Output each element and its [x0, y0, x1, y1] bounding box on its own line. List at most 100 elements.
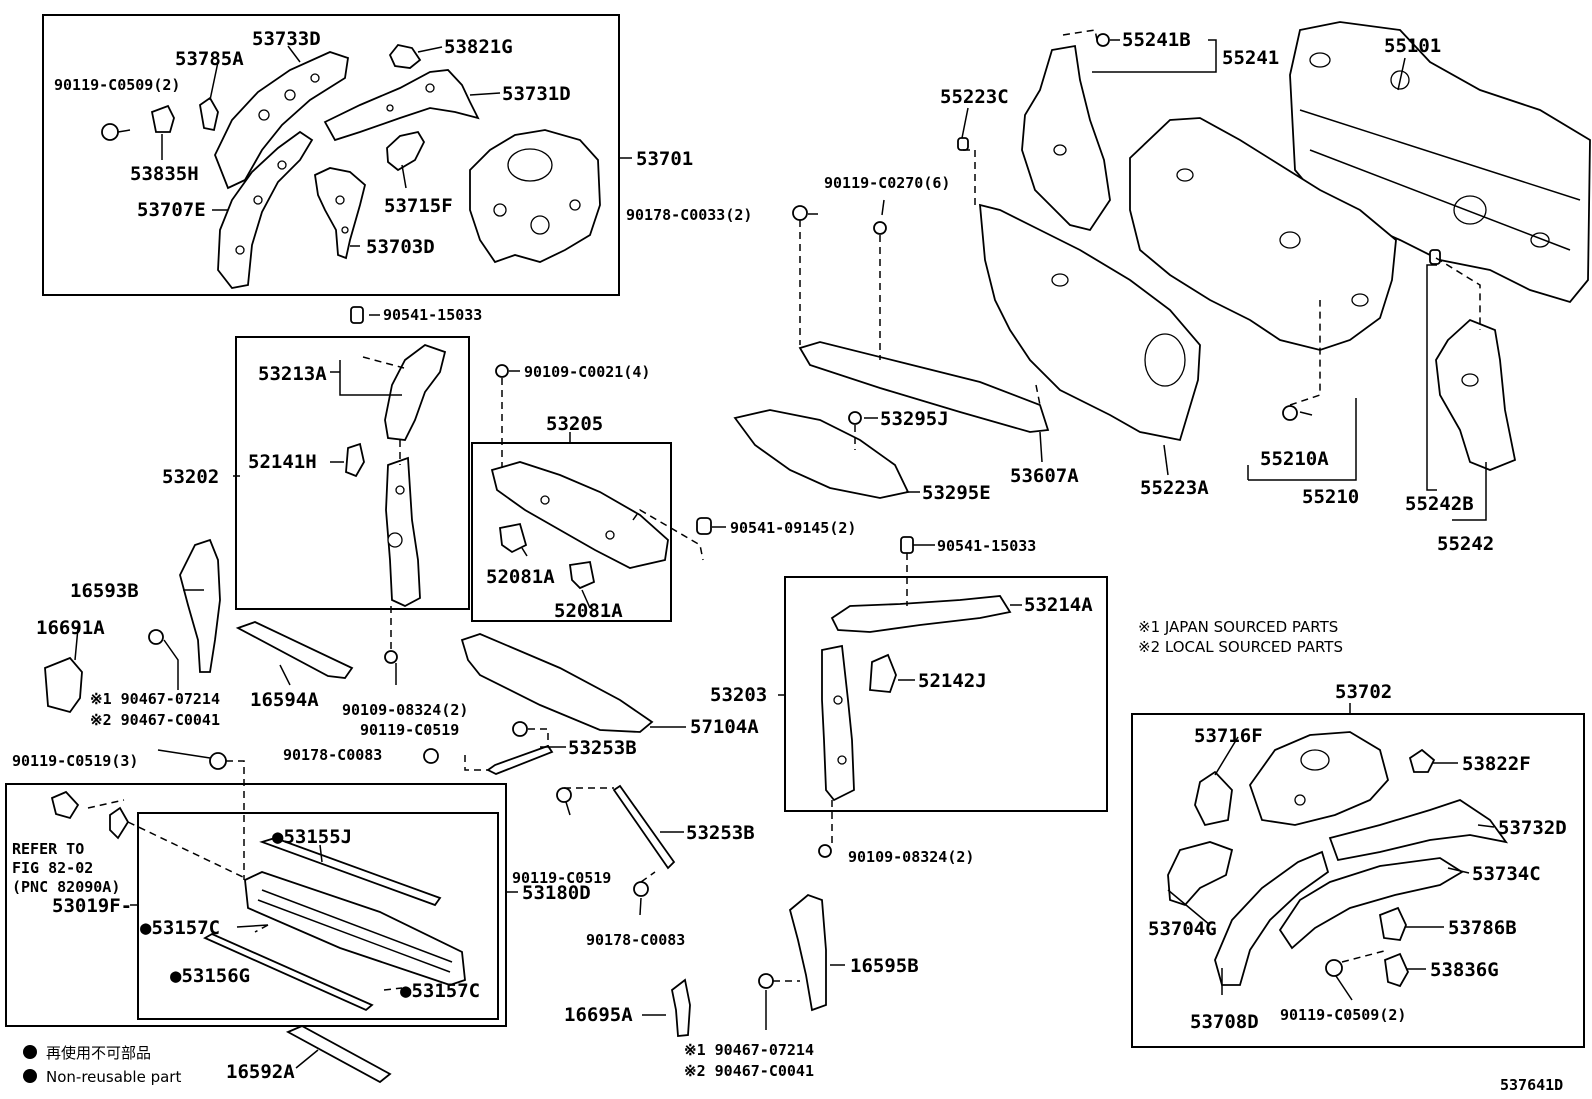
- part-53731D: [323, 69, 480, 142]
- leader-lines: [74, 39, 1495, 1069]
- label-53607A: 53607A: [1010, 465, 1079, 487]
- label-55242B: 55242B: [1405, 493, 1474, 515]
- legend-jp: 再使用不可部品: [46, 1044, 151, 1062]
- label-53253B-a: 53253B: [568, 737, 637, 759]
- label-53732D: 53732D: [1498, 817, 1567, 839]
- label-52142J: 52142J: [918, 670, 987, 692]
- part-53785A: [199, 96, 219, 132]
- part-16592A: [285, 1025, 392, 1084]
- diagram-id: 537641D: [1500, 1076, 1563, 1094]
- label-55223C: 55223C: [940, 86, 1009, 108]
- part-55210: [1129, 117, 1397, 351]
- label-53734C: 53734C: [1472, 863, 1541, 885]
- label-55242: 55242: [1437, 533, 1494, 555]
- label-55210: 55210: [1302, 486, 1359, 508]
- label-90119-C0270-6: 90119-C0270(6): [824, 174, 950, 192]
- label-90119-C0509-2-b: 90119-C0509(2): [1280, 1006, 1406, 1024]
- label-55241B: 55241B: [1122, 29, 1191, 51]
- label-16592A: 16592A: [226, 1061, 295, 1083]
- label-16691A: 16691A: [36, 617, 105, 639]
- rod-53253B-a: [486, 744, 554, 775]
- label-90119-C0519-3: 90119-C0519(3): [12, 752, 138, 770]
- part-53701-apron: [469, 129, 601, 264]
- label-16695A: 16695A: [564, 1004, 633, 1026]
- label-90541-09145-2: 90541-09145(2): [730, 519, 856, 537]
- label-90119-C0509-2-a: 90119-C0509(2): [54, 76, 180, 94]
- label-53214A: 53214A: [1024, 594, 1093, 616]
- part-53702-apron: [1248, 731, 1389, 826]
- part-refer-bracket: [50, 790, 130, 840]
- label-16595B: 16595B: [850, 955, 919, 977]
- legend-dot-icon-1: [23, 1045, 37, 1059]
- label-57104A: 57104A: [690, 716, 759, 738]
- part-57104A: [460, 633, 654, 733]
- label-53704G: 53704G: [1148, 918, 1217, 940]
- part-53607A: [798, 341, 1050, 433]
- part-53708D: [1214, 850, 1330, 986]
- part-53821G: [388, 44, 422, 69]
- part-53019F-grille: [244, 871, 466, 986]
- label-55223A: 55223A: [1140, 477, 1209, 499]
- bolt-90119-C0509-a: [101, 123, 131, 141]
- label-90467-07214-a: ※1 90467-07214: [90, 690, 220, 708]
- part-55242: [1435, 318, 1517, 471]
- legend: 再使用不可部品 Non-reusable part: [23, 1044, 181, 1086]
- label-53156G: ●53156G: [170, 965, 250, 987]
- label-52081A-b: 52081A: [554, 600, 623, 622]
- label-53213A: 53213A: [258, 363, 327, 385]
- part-16695A: [671, 978, 691, 1037]
- part-16691A: [44, 656, 83, 714]
- part-53213A: [384, 343, 447, 441]
- label-53019F: 53019F-: [52, 895, 132, 917]
- label-53253B-b: 53253B: [686, 822, 755, 844]
- legend-en: Non-reusable part: [46, 1068, 181, 1086]
- label-53715F: 53715F: [384, 195, 453, 217]
- label-52141H: 52141H: [248, 451, 317, 473]
- label-53702: 53702: [1335, 681, 1392, 703]
- label-53203: 53203: [710, 684, 767, 706]
- label-90541-15033-a: 90541-15033: [383, 306, 482, 324]
- part-53205: [490, 461, 669, 569]
- label-90119-C0519-a: 90119-C0519: [360, 721, 459, 739]
- part-53786B: [1378, 906, 1407, 941]
- label-16593B: 16593B: [70, 580, 139, 602]
- label-53295E: 53295E: [922, 482, 991, 504]
- label-90467-C0041-a: ※2 90467-C0041: [90, 711, 220, 729]
- label-90178-C0083-b: 90178-C0083: [586, 931, 685, 949]
- group-box-53702: [1131, 713, 1585, 1048]
- label-53822F: 53822F: [1462, 753, 1531, 775]
- part-53156G: [203, 932, 374, 1012]
- label-53733D: 53733D: [252, 28, 321, 50]
- part-53716F: [1194, 770, 1233, 827]
- group-box-53180D: [137, 812, 499, 1020]
- label-53708D: 53708D: [1190, 1011, 1259, 1033]
- part-53715F: [386, 130, 426, 172]
- part-53822F: [1408, 748, 1436, 773]
- label-52081A-a: 52081A: [486, 566, 555, 588]
- label-16594A: 16594A: [250, 689, 319, 711]
- label-90541-15033-b: 90541-15033: [937, 537, 1036, 555]
- label-53707E: 53707E: [137, 199, 206, 221]
- part-labels: 53701 53733D 53785A 90119-C0509(2) 53821…: [12, 28, 1567, 1083]
- part-16593B: [179, 538, 221, 673]
- label-53703D: 53703D: [366, 236, 435, 258]
- label-53716F: 53716F: [1194, 725, 1263, 747]
- part-55101: [1289, 21, 1591, 304]
- label-90109-08324-2-a: 90109-08324(2): [342, 701, 468, 719]
- label-53295J: 53295J: [880, 408, 949, 430]
- label-53157C-b: ●53157C: [400, 980, 480, 1002]
- label-refer-3: (PNC 82090A): [12, 878, 120, 896]
- part-16595B: [788, 893, 827, 1012]
- group-box-53701: [42, 14, 620, 296]
- label-refer-1: REFER TO: [12, 840, 84, 858]
- part-55241: [1021, 44, 1111, 232]
- label-90178-C0033-2: 90178-C0033(2): [626, 206, 752, 224]
- rod-53253B-b: [612, 784, 676, 870]
- part-16594A: [235, 621, 354, 679]
- label-53180D: 53180D: [522, 882, 591, 904]
- label-53701: 53701: [636, 148, 693, 170]
- sourcing-notes: ※1 JAPAN SOURCED PARTS ※2 LOCAL SOURCED …: [1138, 618, 1343, 656]
- part-52081A-a: [499, 522, 528, 554]
- label-53785A: 53785A: [175, 48, 244, 70]
